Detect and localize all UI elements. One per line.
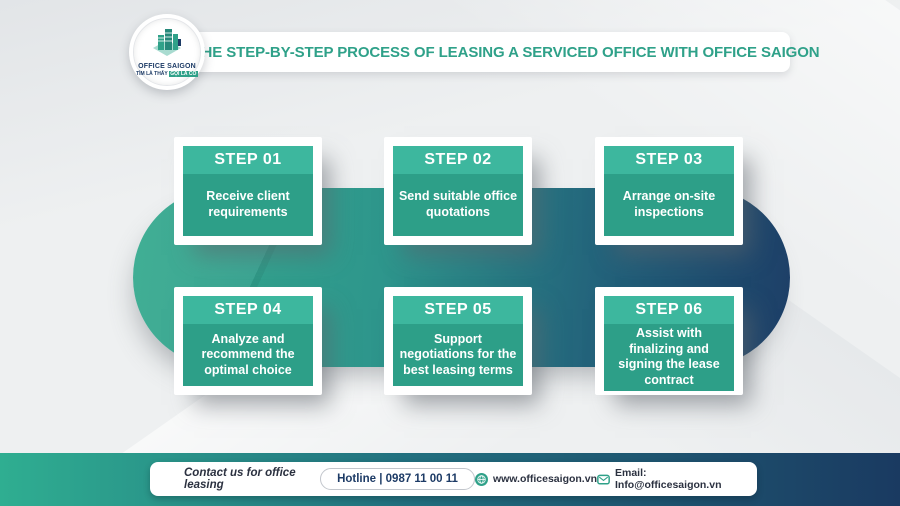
step-06-description: Assist with finalizing and signing the l…: [604, 324, 734, 391]
step-04-description: Analyze and recommend the optimal choice: [183, 324, 313, 386]
logo-tagline: TÌM LÀ THẤY GỌI LÀ CÓ: [136, 71, 198, 77]
step-card-05: STEP 05 Support negotiations for the bes…: [384, 287, 532, 395]
hotline-button[interactable]: Hotline | 0987 11 00 11: [320, 468, 475, 490]
step-03-description: Arrange on-site inspections: [604, 174, 734, 236]
header-title-bar: THE STEP-BY-STEP PROCESS OF LEASING A SE…: [150, 32, 820, 72]
website-text: www.officesaigon.vn: [492, 473, 597, 485]
logo-tagline-highlight: GỌI LÀ CÓ: [168, 71, 198, 77]
step-05-label: STEP 05: [393, 296, 523, 324]
step-05-description: Support negotiations for the best leasin…: [393, 324, 523, 386]
email-text: Email: Info@officesaigon.vn: [614, 467, 722, 491]
step-card-02: STEP 02 Send suitable office quotations: [384, 137, 532, 245]
website-link[interactable]: www.officesaigon.vn: [474, 472, 597, 486]
step-01-description: Receive client requirements: [183, 174, 313, 236]
company-logo-badge: OFFICE SAIGON TÌM LÀ THẤY GỌI LÀ CÓ: [133, 18, 201, 86]
step-02-description: Send suitable office quotations: [393, 174, 523, 236]
page-title: THE STEP-BY-STEP PROCESS OF LEASING A SE…: [192, 43, 820, 61]
company-logo: OFFICE SAIGON TÌM LÀ THẤY GỌI LÀ CÓ: [129, 14, 205, 90]
step-card-06: STEP 06 Assist with finalizing and signi…: [595, 287, 743, 395]
office-buildings-icon: [150, 27, 184, 62]
step-02-label: STEP 02: [393, 146, 523, 174]
step-card-01: STEP 01 Receive client requirements: [174, 137, 322, 245]
step-01-label: STEP 01: [183, 146, 313, 174]
step-04-label: STEP 04: [183, 296, 313, 324]
footer-contact-bar: Contact us for office leasing Hotline | …: [150, 462, 757, 496]
email-link[interactable]: Email: Info@officesaigon.vn: [597, 467, 737, 491]
globe-icon: [474, 472, 488, 486]
step-03-label: STEP 03: [604, 146, 734, 174]
step-card-03: STEP 03 Arrange on-site inspections: [595, 137, 743, 245]
step-06-label: STEP 06: [604, 296, 734, 324]
logo-wordmark: OFFICE SAIGON: [138, 63, 196, 70]
envelope-icon: [597, 473, 610, 486]
step-card-04: STEP 04 Analyze and recommend the optima…: [174, 287, 322, 395]
logo-tagline-plain: TÌM LÀ THẤY: [136, 71, 168, 77]
contact-us-label: Contact us for office leasing: [184, 467, 296, 491]
